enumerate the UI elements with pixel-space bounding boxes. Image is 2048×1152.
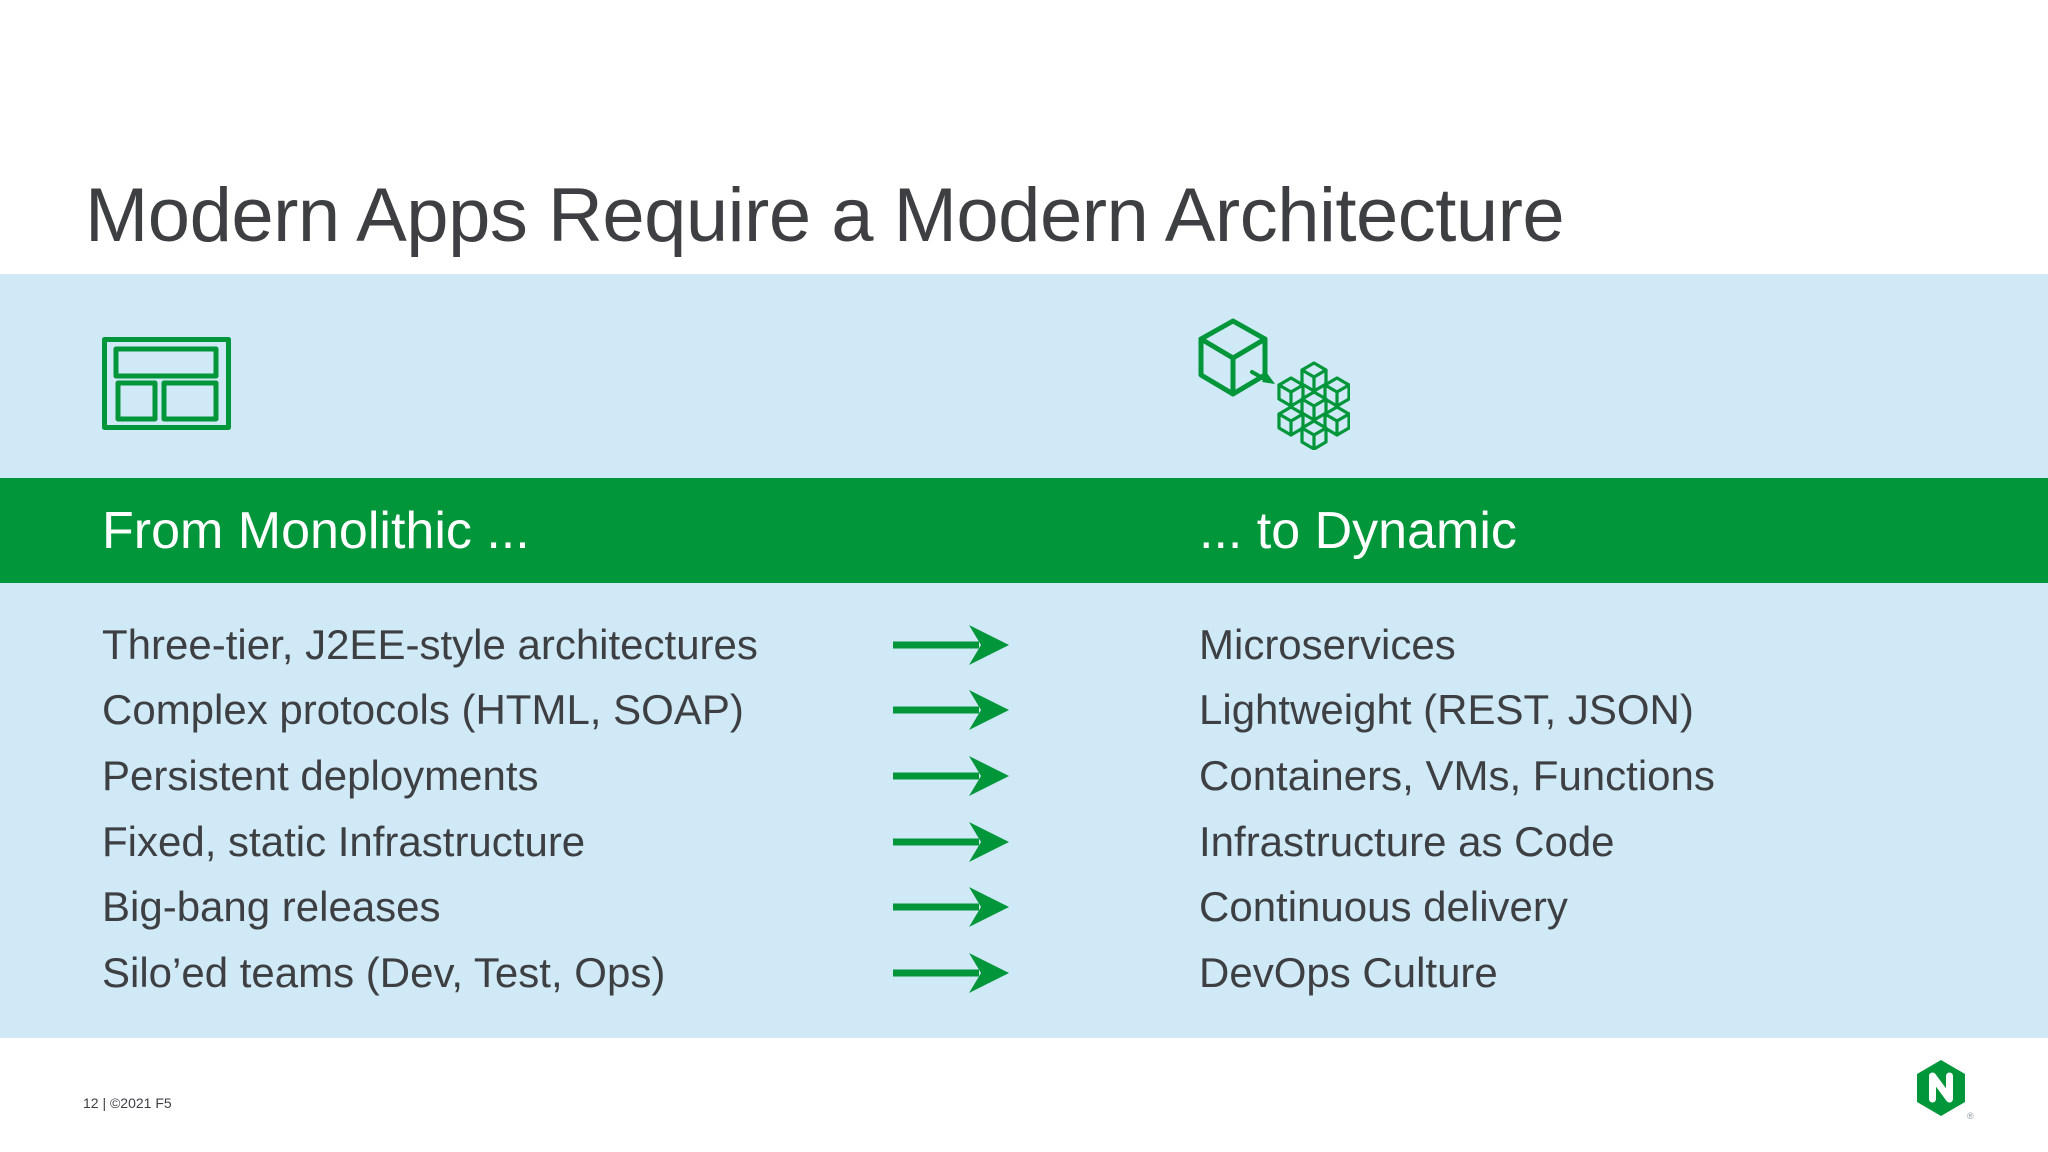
right-arrow-icon — [893, 940, 1009, 1006]
comparison-rows: Three-tier, J2EE-style architectures Mic… — [102, 612, 2048, 1006]
right-arrow-icon — [893, 678, 1009, 744]
banner-to-label: ... to Dynamic — [1199, 501, 1517, 560]
banner-from-label: From Monolithic ... — [102, 501, 530, 560]
row-from-text: Fixed, static Infrastructure — [102, 817, 586, 865]
footer-page-info: 12 | ©2021 F5 — [83, 1095, 172, 1111]
row-to-text: DevOps Culture — [1199, 948, 1498, 996]
right-arrow-icon — [893, 874, 1009, 940]
row-from-text: Three-tier, J2EE-style architectures — [102, 620, 758, 668]
right-arrow-icon — [893, 743, 1009, 809]
comparison-banner: From Monolithic ... ... to Dynamic — [0, 478, 2048, 583]
row-to-text: Infrastructure as Code — [1199, 817, 1615, 865]
nginx-n-letter — [1929, 1072, 1953, 1103]
row-to-text: Microservices — [1199, 620, 1456, 668]
row-from-text: Silo’ed teams (Dev, Test, Ops) — [102, 948, 666, 996]
row-from-text: Big-bang releases — [102, 883, 441, 931]
row-to-text: Containers, VMs, Functions — [1199, 751, 1715, 799]
table-row: Silo’ed teams (Dev, Test, Ops) DevOps Cu… — [102, 940, 2048, 1006]
table-row: Three-tier, J2EE-style architectures Mic… — [102, 612, 2048, 678]
icons-band — [0, 274, 2048, 478]
row-from-text: Persistent deployments — [102, 751, 539, 799]
page-title: Modern Apps Require a Modern Architectur… — [85, 172, 1565, 258]
right-arrow-icon — [893, 612, 1009, 678]
right-arrow-icon — [893, 809, 1009, 875]
nginx-logo: ® — [1915, 1058, 1975, 1127]
table-row: Persistent deployments Containers, VMs, … — [102, 743, 2048, 809]
cube-to-microservices-icon — [1198, 318, 1351, 455]
row-to-text: Continuous delivery — [1199, 883, 1568, 931]
comparison-table: Three-tier, J2EE-style architectures Mic… — [0, 583, 2048, 1038]
table-row: Fixed, static Infrastructure Infrastruct… — [102, 809, 2048, 875]
table-row: Big-bang releases Continuous delivery — [102, 874, 2048, 940]
row-to-text: Lightweight (REST, JSON) — [1199, 686, 1694, 734]
row-from-text: Complex protocols (HTML, SOAP) — [102, 686, 744, 734]
table-row: Complex protocols (HTML, SOAP) Lightweig… — [102, 678, 2048, 744]
monolith-window-icon — [102, 337, 231, 435]
registered-mark: ® — [1967, 1111, 1974, 1121]
